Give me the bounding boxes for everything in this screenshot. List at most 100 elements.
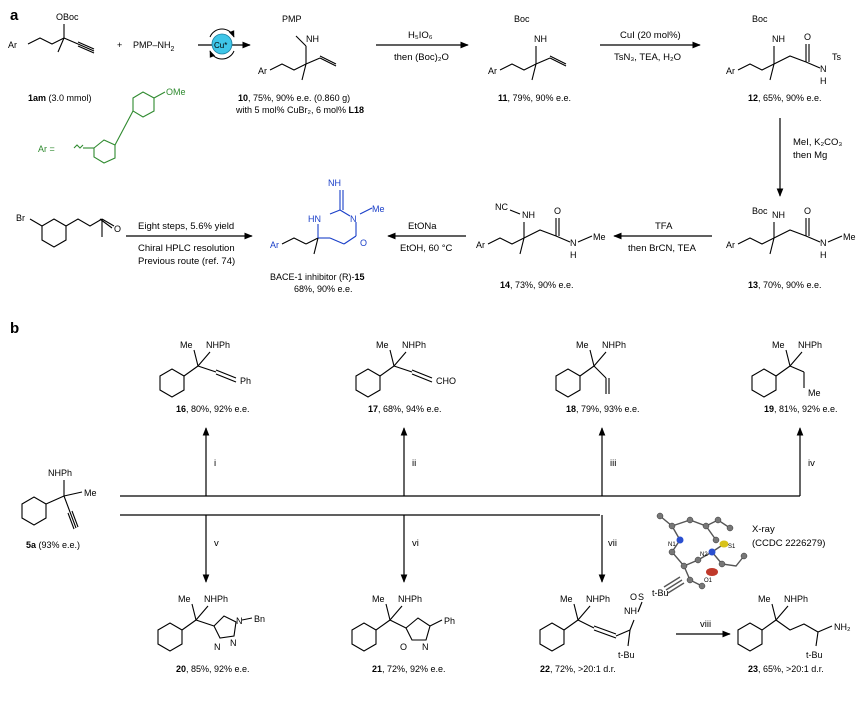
plus-sign: + bbox=[117, 40, 122, 50]
reagent-pmp-nh2: PMP–NH2 bbox=[133, 40, 175, 53]
structure-18: Me NHPh bbox=[555, 340, 626, 398]
step-v: v bbox=[214, 538, 219, 549]
panel-b-label: b bbox=[10, 320, 19, 337]
svg-text:Ph: Ph bbox=[444, 616, 455, 626]
step-vi: vi bbox=[412, 538, 419, 549]
structure-10: Ar PMP NH bbox=[258, 14, 337, 81]
svg-text:O1: O1 bbox=[704, 578, 713, 584]
svg-text:Me: Me bbox=[576, 340, 589, 350]
svg-text:NH₂: NH₂ bbox=[834, 622, 851, 632]
structure-13: Ar Boc NH O N H Me bbox=[726, 206, 856, 260]
svg-text:NH: NH bbox=[534, 34, 547, 44]
svg-text:Br: Br bbox=[16, 213, 25, 223]
cond-step3-line2: then Mg bbox=[793, 150, 827, 161]
label-10-catalyst: with 5 mol% CuBr₂, 6 mol% L18 bbox=[235, 105, 364, 115]
svg-text:NC: NC bbox=[495, 202, 508, 212]
cond-step4-bottom: then BrCN, TEA bbox=[628, 243, 697, 254]
label-19: 19, 81%, 92% e.e. bbox=[764, 404, 838, 414]
panel-a-label: a bbox=[10, 7, 19, 24]
svg-text:NH: NH bbox=[772, 34, 785, 44]
svg-text:NHPh: NHPh bbox=[402, 340, 426, 350]
svg-text:H: H bbox=[820, 250, 827, 260]
svg-text:OMe: OMe bbox=[166, 87, 186, 97]
svg-text:Cu*: Cu* bbox=[214, 41, 227, 50]
cond-step5-bottom: EtOH, 60 °C bbox=[400, 243, 453, 254]
svg-text:HN: HN bbox=[308, 214, 321, 224]
svg-text:NHPh: NHPh bbox=[204, 594, 228, 604]
xray-o1-atom bbox=[706, 568, 718, 576]
structure-biaryl: OMe bbox=[73, 87, 186, 164]
svg-text:Me: Me bbox=[84, 488, 97, 498]
svg-text:S: S bbox=[638, 592, 644, 602]
cu-catalyst-icon bbox=[211, 33, 233, 55]
svg-text:Me: Me bbox=[372, 204, 385, 214]
structure-5a: NHPh Me bbox=[21, 468, 97, 530]
svg-text:Ar: Ar bbox=[726, 240, 735, 250]
svg-text:PMP: PMP bbox=[282, 14, 302, 24]
xray-n2-atom bbox=[708, 548, 716, 556]
label-1am: 1am (3.0 mmol) bbox=[28, 93, 92, 103]
cond-step4-top: TFA bbox=[655, 221, 673, 232]
xray-ccdc: (CCDC 2226279) bbox=[752, 538, 825, 549]
svg-text:N: N bbox=[820, 64, 827, 74]
svg-text:N: N bbox=[422, 642, 429, 652]
structure-bromoaryl-ketone: Br O bbox=[16, 213, 121, 248]
xray-n1-atom bbox=[676, 536, 684, 544]
svg-text:Me: Me bbox=[843, 232, 856, 242]
structure-14: Ar NC NH O N H Me bbox=[476, 202, 606, 260]
label-20: 20, 85%, 92% e.e. bbox=[176, 664, 250, 674]
svg-text:Me: Me bbox=[178, 594, 191, 604]
svg-text:CHO: CHO bbox=[436, 376, 456, 386]
label-11: 11, 79%, 90% e.e. bbox=[498, 93, 571, 103]
cond-step1-bottom: then (Boc)₂O bbox=[394, 52, 449, 63]
structure-11: Ar Boc NH bbox=[488, 14, 567, 81]
label-15: BACE-1 inhibitor (R)-15 bbox=[270, 272, 365, 282]
svg-text:t-Bu: t-Bu bbox=[618, 650, 635, 660]
label-10: 10, 75%, 90% e.e. (0.860 g) bbox=[238, 93, 350, 103]
svg-text:NHPh: NHPh bbox=[586, 594, 610, 604]
svg-text:Boc: Boc bbox=[752, 206, 768, 216]
svg-text:Ar: Ar bbox=[726, 66, 735, 76]
svg-text:Me: Me bbox=[758, 594, 771, 604]
svg-text:Me: Me bbox=[808, 388, 821, 398]
svg-text:N: N bbox=[236, 616, 243, 626]
svg-text:O: O bbox=[804, 206, 811, 216]
svg-text:N1: N1 bbox=[668, 542, 676, 548]
svg-text:NHPh: NHPh bbox=[48, 468, 72, 478]
svg-text:Me: Me bbox=[372, 594, 385, 604]
svg-text:Ar: Ar bbox=[258, 66, 267, 76]
cond-step5-top: EtONa bbox=[408, 221, 437, 232]
step-vii: vii bbox=[608, 538, 617, 549]
svg-text:Me: Me bbox=[593, 232, 606, 242]
svg-text:NH: NH bbox=[328, 178, 341, 188]
svg-text:N: N bbox=[350, 214, 357, 224]
label-17: 17, 68%, 94% e.e. bbox=[368, 404, 442, 414]
label-16: 16, 80%, 92% e.e. bbox=[176, 404, 250, 414]
svg-text:NHPh: NHPh bbox=[798, 340, 822, 350]
label-23: 23, 65%, >20:1 d.r. bbox=[748, 664, 824, 674]
cond-step2-top: CuI (20 mol%) bbox=[620, 30, 681, 41]
step-ii: ii bbox=[412, 458, 416, 469]
label-14: 14, 73%, 90% e.e. bbox=[500, 280, 574, 290]
step-viii: viii bbox=[700, 619, 711, 630]
svg-text:H: H bbox=[820, 76, 827, 86]
cond-step1-top: H₅IO₆ bbox=[408, 30, 433, 41]
cond-step2-bottom: TsN₃, TEA, H₂O bbox=[614, 52, 681, 63]
svg-text:Ar: Ar bbox=[488, 66, 497, 76]
label-5a: 5a (93% e.e.) bbox=[26, 540, 80, 550]
svg-text:Ar: Ar bbox=[476, 240, 485, 250]
svg-text:H: H bbox=[570, 250, 577, 260]
svg-text:N: N bbox=[230, 638, 237, 648]
svg-text:NHPh: NHPh bbox=[784, 594, 808, 604]
label-22: 22, 72%, >20:1 d.r. bbox=[540, 664, 616, 674]
svg-text:Ts: Ts bbox=[832, 52, 842, 62]
structure-17: Me NHPh CHO bbox=[355, 340, 456, 398]
label-13: 13, 70%, 90% e.e. bbox=[748, 280, 822, 290]
svg-text:t-Bu: t-Bu bbox=[806, 650, 823, 660]
svg-text:N2: N2 bbox=[700, 552, 708, 558]
svg-text:NHPh: NHPh bbox=[398, 594, 422, 604]
structure-15: Ar NH HN N Me O bbox=[270, 178, 385, 255]
xray-title: X-ray bbox=[752, 524, 775, 535]
label-21: 21, 72%, 92% e.e. bbox=[372, 664, 446, 674]
